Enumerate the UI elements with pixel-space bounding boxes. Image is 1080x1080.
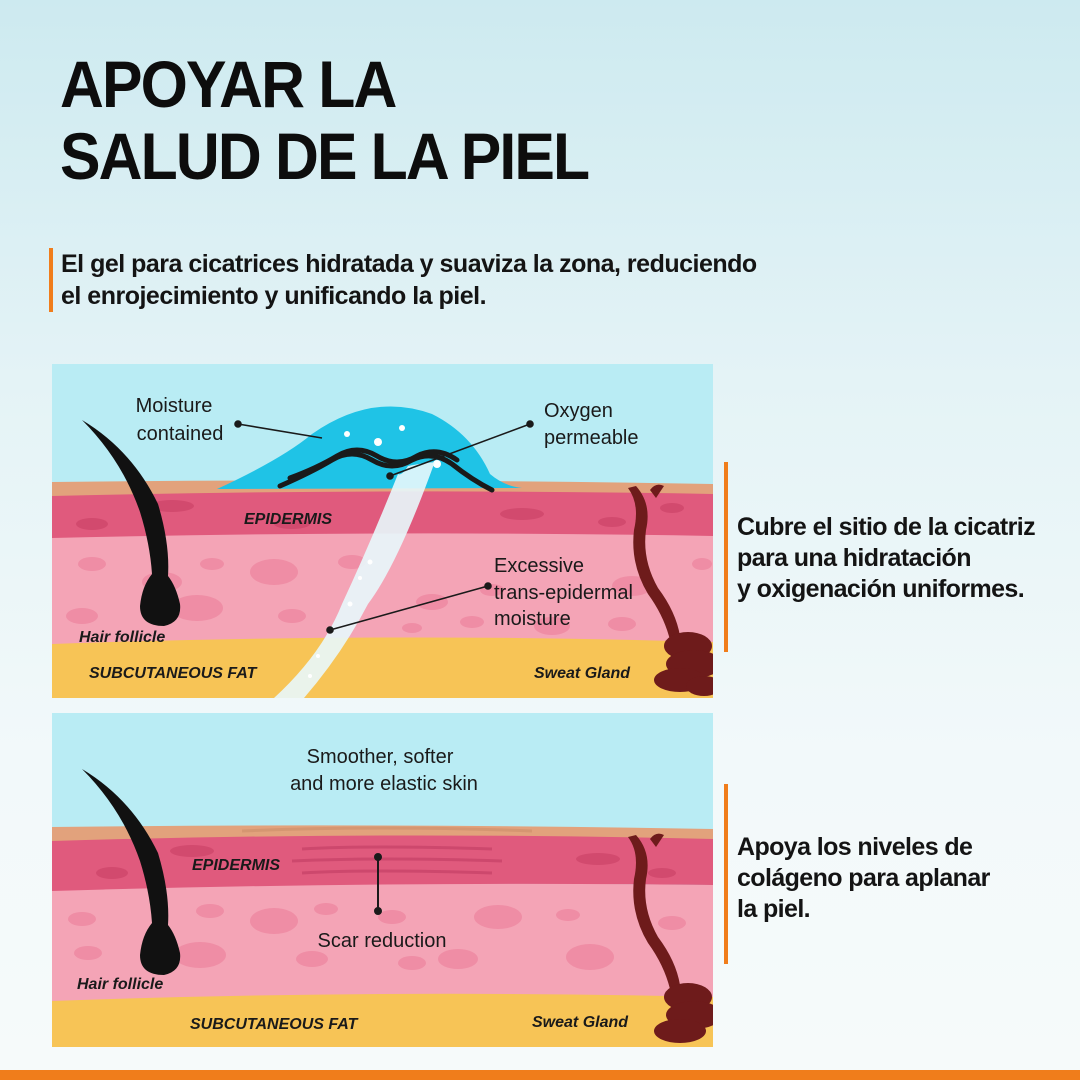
subcutaneous-fat-layer [52, 992, 713, 1047]
leader-lines [234, 420, 534, 634]
skin-surface [52, 825, 713, 841]
moisture-stream [274, 462, 435, 698]
side-text-1-line-2: para una hidratación [737, 544, 971, 572]
label-oxygen-line-2: permeable [544, 427, 639, 449]
skin-diagram-after: Smoother, softer and more elastic skin E… [52, 713, 713, 1047]
label-scar-reduction: Scar reduction [318, 930, 447, 952]
scar-reduction-marker [374, 853, 382, 915]
bottom-accent-bar [0, 1070, 1080, 1080]
side-text-2-line-3: la piel. [737, 895, 811, 923]
flattened-scar-lines [291, 845, 503, 875]
epidermis-cells [76, 500, 684, 530]
label-moisture-line-1: Moisture [136, 395, 213, 417]
hair-follicle [82, 420, 181, 626]
side-text-2-line-2: colágeno para aplanar [737, 864, 990, 892]
label-subcutaneous-fat: SUBCUTANEOUS FAT [190, 1016, 359, 1033]
scar-ridges [277, 447, 495, 493]
label-sweat-gland: Sweat Gland [534, 665, 631, 682]
hair-follicle [82, 769, 181, 975]
dermis-cells [68, 903, 686, 970]
epidermis-cells [96, 845, 676, 879]
dermis-cells [66, 555, 712, 635]
label-excessive-line-3: moisture [494, 608, 571, 630]
label-moisture-line-2: contained [137, 423, 224, 445]
intro-line-2: el enrojecimiento y unificando la piel. [61, 282, 487, 310]
gel-bubbles [344, 425, 441, 468]
side-text-2-line-1: Apoya los niveles de [737, 833, 973, 861]
label-subcutaneous-fat: SUBCUTANEOUS FAT [89, 665, 258, 682]
scar-gel-dome [217, 406, 522, 489]
label-epidermis: EPIDERMIS [244, 511, 332, 528]
side-text-1-line-3: y oxigenación uniformes. [737, 575, 1025, 603]
sweat-gland [628, 833, 713, 1043]
label-oxygen-line-1: Oxygen [544, 400, 613, 422]
side-text-coverage: Cubre el sitio de la cicatriz para una h… [724, 462, 1080, 652]
skin-diagram-with-gel: Moisture contained Oxygen permeable EPID… [52, 364, 713, 698]
sweat-gland [628, 484, 713, 696]
intro-line-1: El gel para cicatrices hidratada y suavi… [61, 250, 757, 278]
subcutaneous-fat-layer [52, 636, 713, 698]
page-title: APOYAR LA SALUD DE LA PIEL [60, 47, 590, 193]
label-excessive-line-2: trans-epidermal [494, 582, 633, 604]
label-hair-follicle: Hair follicle [79, 629, 165, 646]
title-line-1: APOYAR LA [60, 47, 397, 121]
skin-diagram-1-svg: Moisture contained Oxygen permeable EPID… [52, 364, 713, 698]
label-epidermis: EPIDERMIS [192, 857, 280, 874]
label-excessive-line-1: Excessive [494, 555, 584, 577]
moisture-particles [308, 559, 373, 678]
label-smoother-line-1: Smoother, softer [307, 746, 454, 768]
epidermis-layer [52, 834, 713, 891]
side-text-1-line-1: Cubre el sitio de la cicatriz [737, 513, 1036, 541]
side-text-collagen: Apoya los niveles de colágeno para aplan… [724, 784, 1064, 964]
title-line-2: SALUD DE LA PIEL [60, 119, 590, 193]
label-hair-follicle: Hair follicle [77, 976, 163, 993]
skin-diagram-2-svg: Smoother, softer and more elastic skin E… [52, 713, 713, 1047]
label-sweat-gland: Sweat Gland [532, 1014, 629, 1031]
intro-text: El gel para cicatrices hidratada y suavi… [49, 248, 881, 312]
smoothed-surface-line [241, 826, 533, 833]
label-smoother-line-2: and more elastic skin [290, 773, 478, 795]
